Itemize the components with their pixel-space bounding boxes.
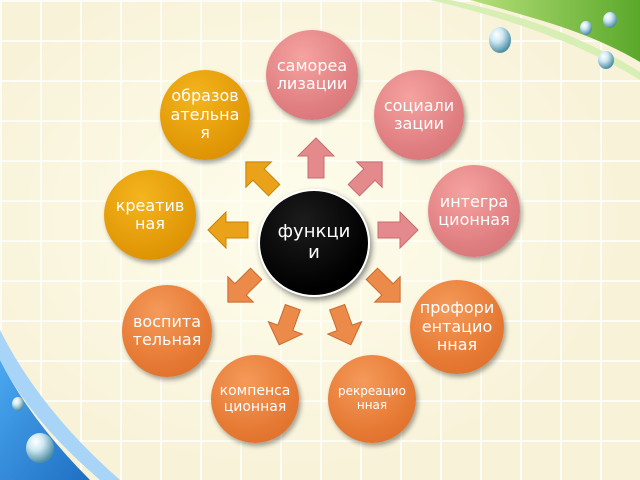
- arrow-to-obr: [245, 161, 281, 197]
- center-node-functions: функции: [258, 189, 370, 297]
- arrow-to-rec: [326, 303, 363, 346]
- node-recreational: рекреационная: [328, 355, 416, 443]
- arrow-to-edu: [227, 267, 263, 303]
- arrow-to-comp: [267, 303, 304, 346]
- node-label: компенсационная: [219, 382, 291, 415]
- node-compensatory: компенсационная: [211, 355, 299, 443]
- node-label: креативная: [115, 195, 185, 233]
- node-upbringing: воспитательная: [122, 285, 212, 377]
- node-label: профориентационная: [419, 298, 495, 355]
- node-label: рекреационная: [338, 384, 406, 412]
- water-drop: [598, 51, 614, 69]
- blue-swoosh: [0, 360, 90, 480]
- node-career-guidance: профориентационная: [410, 280, 504, 374]
- center-label: функции: [277, 221, 351, 263]
- node-label: образовательная: [170, 86, 240, 143]
- arrow-to-int: [377, 210, 419, 250]
- node-creative: креативная: [104, 170, 196, 260]
- water-drop: [603, 12, 617, 28]
- node-label: самореализации: [276, 55, 348, 93]
- green-swoosh: [470, 0, 640, 62]
- water-drop: [12, 397, 24, 411]
- water-drop: [489, 27, 511, 53]
- water-drop: [26, 433, 54, 463]
- water-drop: [580, 21, 592, 35]
- node-self-realization: самореализации: [266, 30, 358, 120]
- arrow-to-self: [296, 137, 336, 179]
- node-integration: интеграционная: [428, 165, 520, 257]
- arrow-to-prof: [365, 267, 401, 303]
- node-educational: образовательная: [160, 70, 250, 160]
- node-socialization: социализации: [374, 70, 464, 160]
- arrow-to-cre: [207, 210, 249, 250]
- node-label: социализации: [383, 95, 455, 133]
- arrow-to-soc: [347, 161, 383, 197]
- node-label: воспитательная: [132, 311, 202, 349]
- node-label: интеграционная: [438, 191, 510, 229]
